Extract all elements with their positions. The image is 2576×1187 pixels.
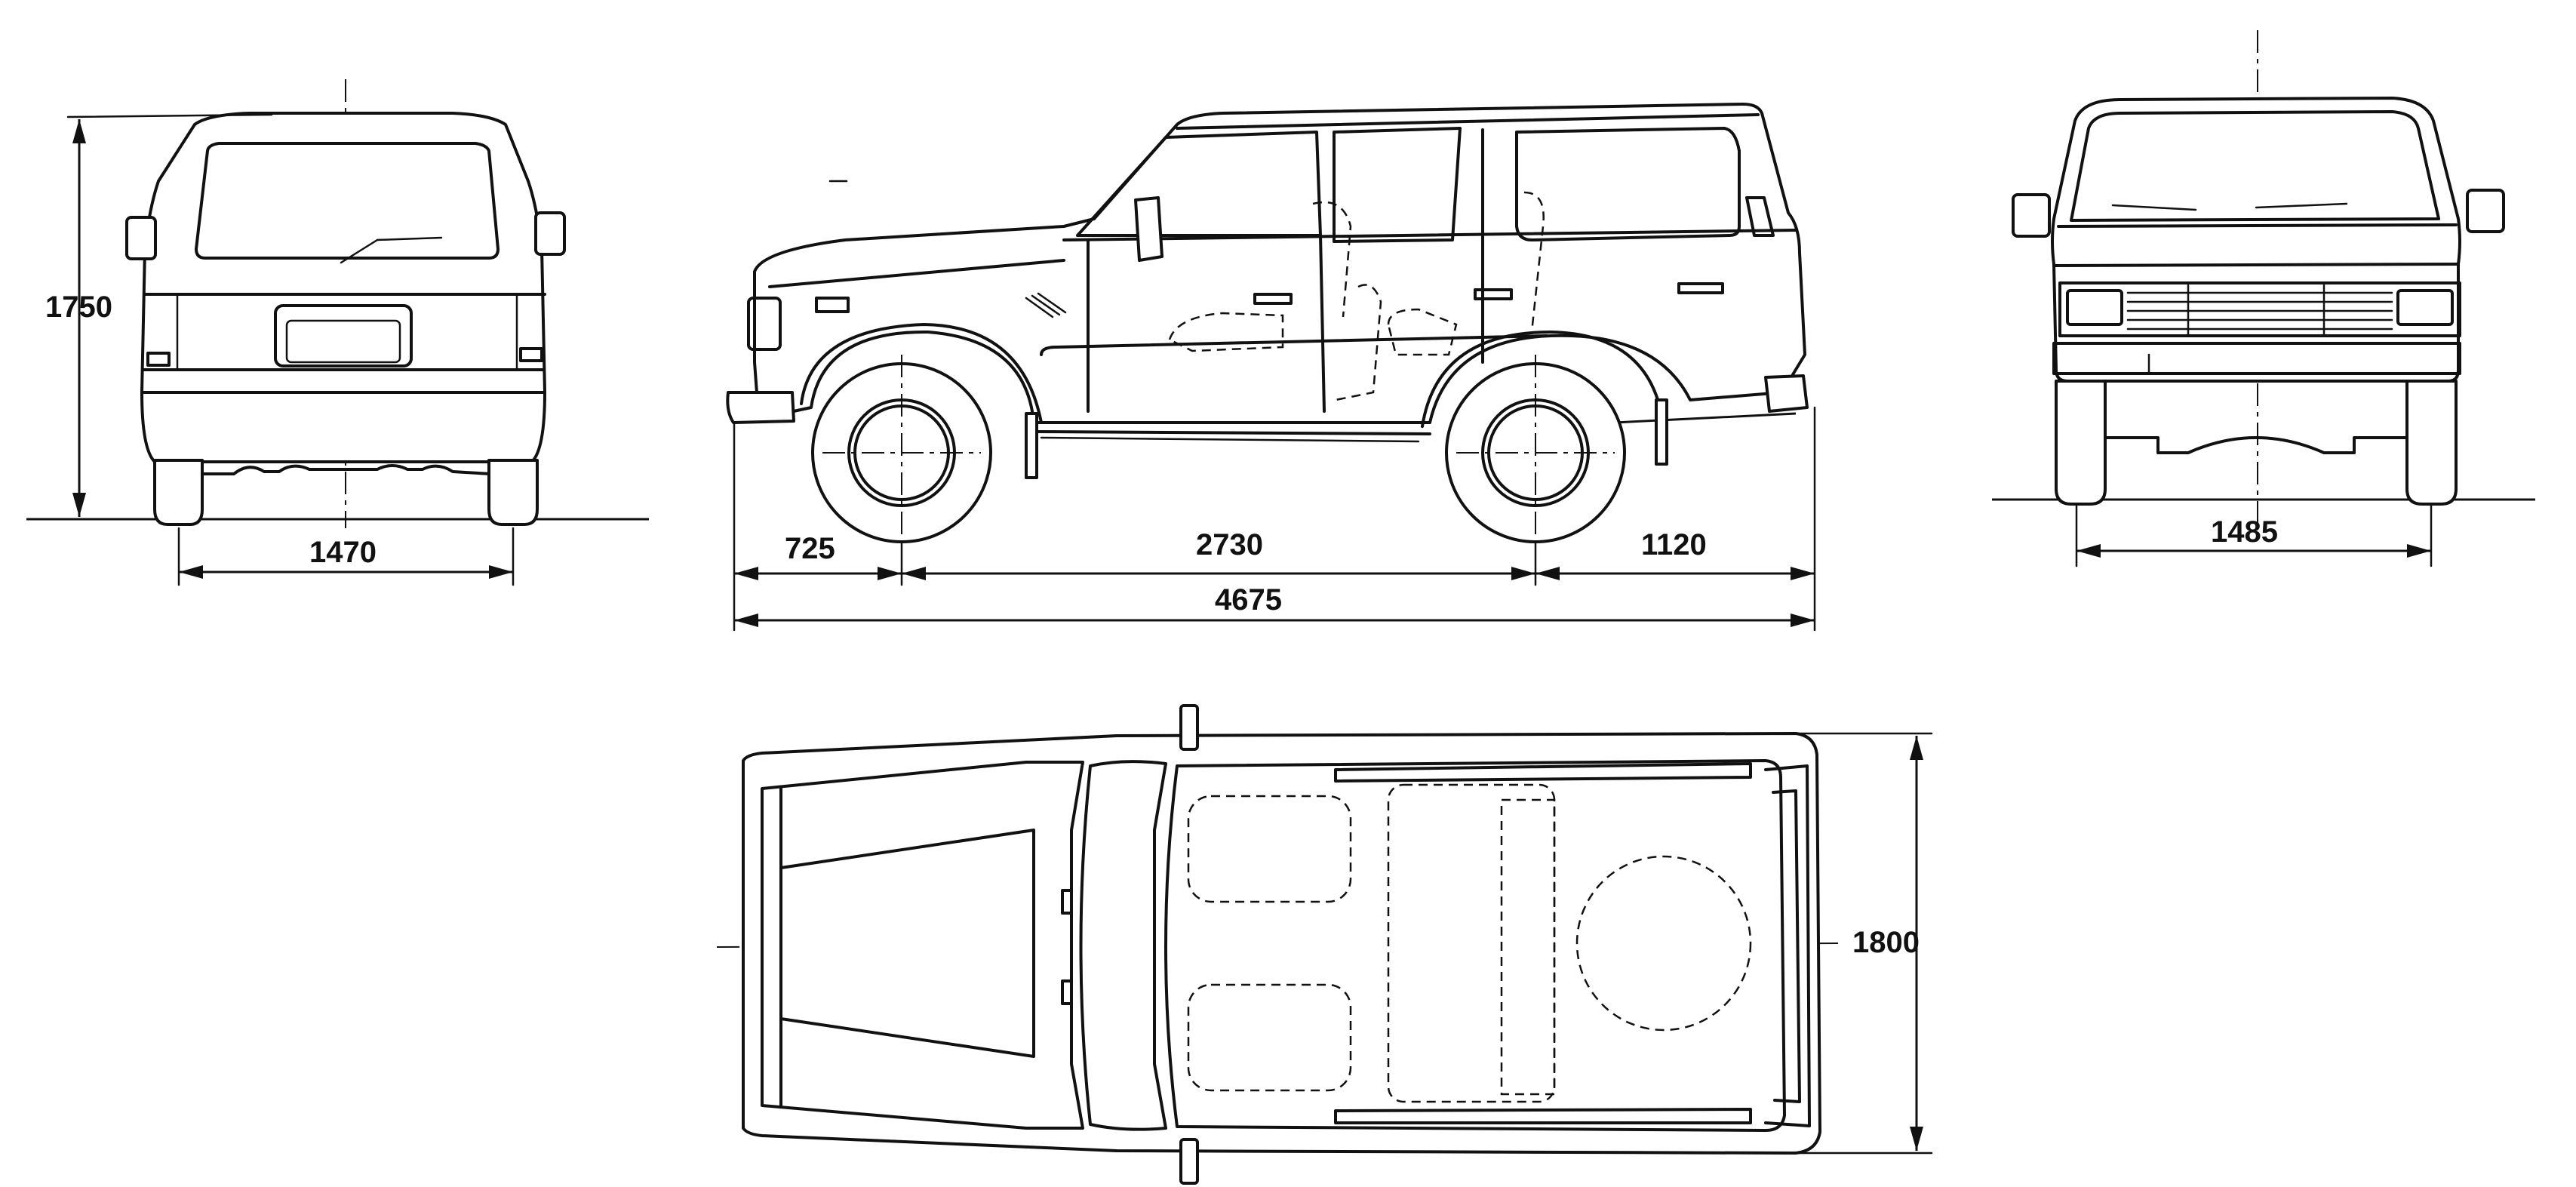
rear-view [26,79,649,586]
top-view [716,704,1933,1185]
overall-length-label: 4675 [1215,583,1282,617]
wheelbase-label: 2730 [1196,528,1263,561]
side-view [726,103,1816,632]
width-label: 1800 [1852,926,1920,959]
rear-track-label: 1470 [309,536,377,569]
height-label: 1750 [45,291,112,324]
front-view [1992,30,2535,567]
front-overhang-label: 725 [785,532,835,565]
front-track-label: 1485 [2211,515,2278,549]
rear-overhang-label: 1120 [1641,528,1707,561]
